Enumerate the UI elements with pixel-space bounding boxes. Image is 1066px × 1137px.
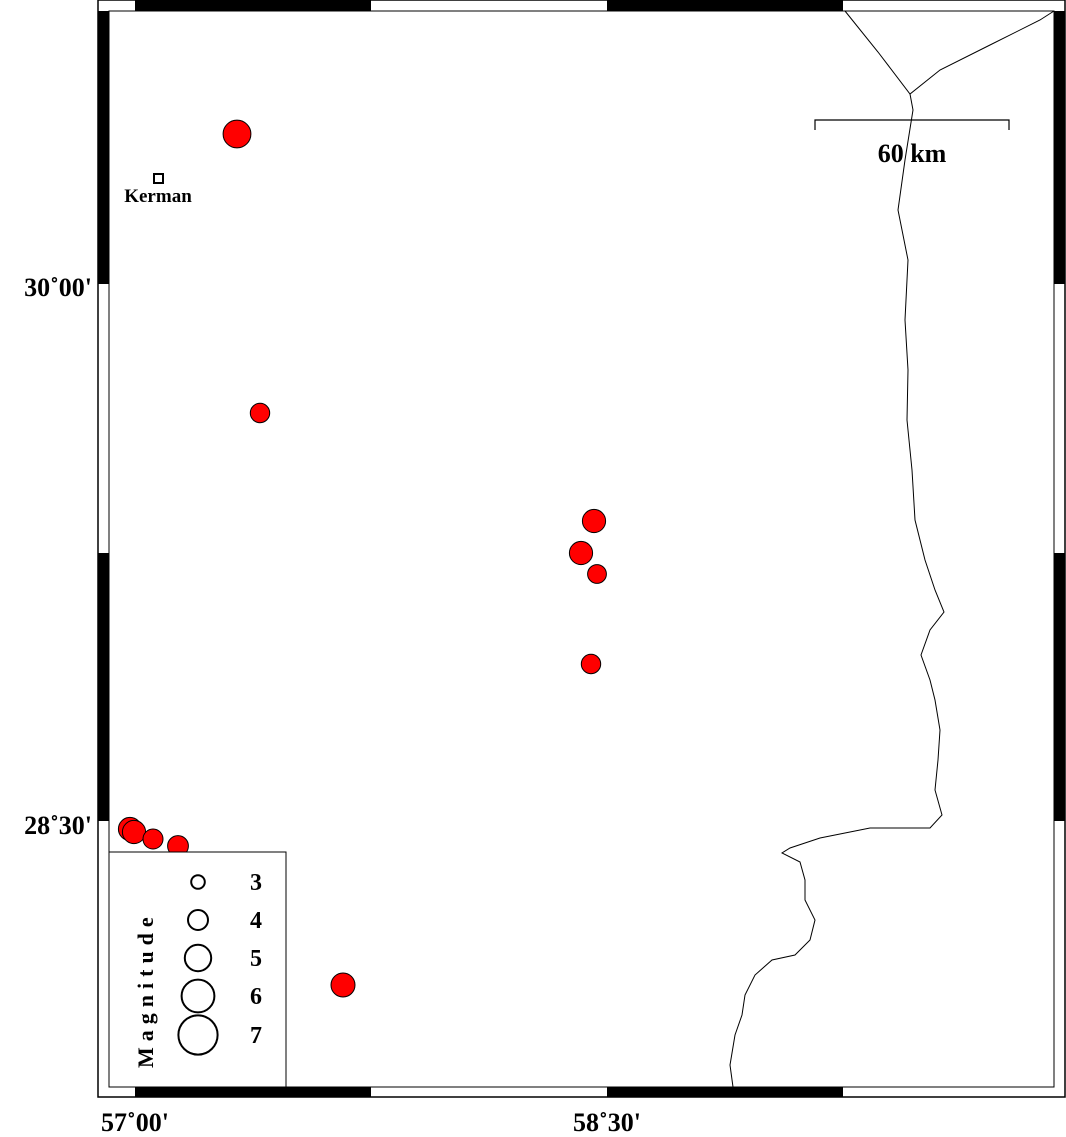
legend-label: 4	[250, 908, 262, 934]
earthquake-events	[117, 119, 607, 998]
city-marker-icon	[153, 173, 164, 184]
legend-label: 6	[250, 984, 262, 1010]
legend-symbol	[183, 943, 213, 973]
magnitude-legend: Magnitude 3 4 5 6 7	[108, 851, 287, 1088]
earthquake-event	[121, 819, 147, 845]
earthquake-event	[587, 564, 607, 584]
lon-tick-label: 58˚30'	[573, 1108, 641, 1137]
earthquake-event	[581, 508, 607, 534]
city-kerman: Kerman	[124, 173, 192, 207]
earthquake-event	[568, 540, 594, 566]
city-label: Kerman	[124, 186, 192, 207]
legend-symbol	[180, 978, 216, 1014]
earthquake-event	[330, 972, 356, 998]
border-lines	[729, 10, 1055, 1088]
lat-tick-label: 28˚30'	[24, 811, 92, 840]
earthquake-event	[222, 119, 252, 149]
axis-labels: 30˚00' 28˚30' 57˚00' 58˚30'	[24, 273, 641, 1137]
lat-tick-label: 30˚00'	[24, 273, 92, 302]
earthquake-event	[249, 402, 271, 424]
legend-symbol	[190, 874, 206, 890]
scale-bar-label: 60 km	[878, 139, 947, 168]
legend-label: 7	[250, 1023, 262, 1049]
lon-tick-label: 57˚00'	[101, 1108, 169, 1137]
legend-label: 5	[250, 946, 262, 972]
earthquake-event	[142, 828, 164, 850]
legend-label: 3	[250, 870, 262, 896]
scale-bar: 60 km	[814, 119, 1010, 168]
earthquake-event	[580, 653, 602, 675]
legend-title: Magnitude	[133, 911, 158, 1068]
legend-symbol	[187, 909, 209, 931]
legend-symbol	[177, 1014, 219, 1056]
